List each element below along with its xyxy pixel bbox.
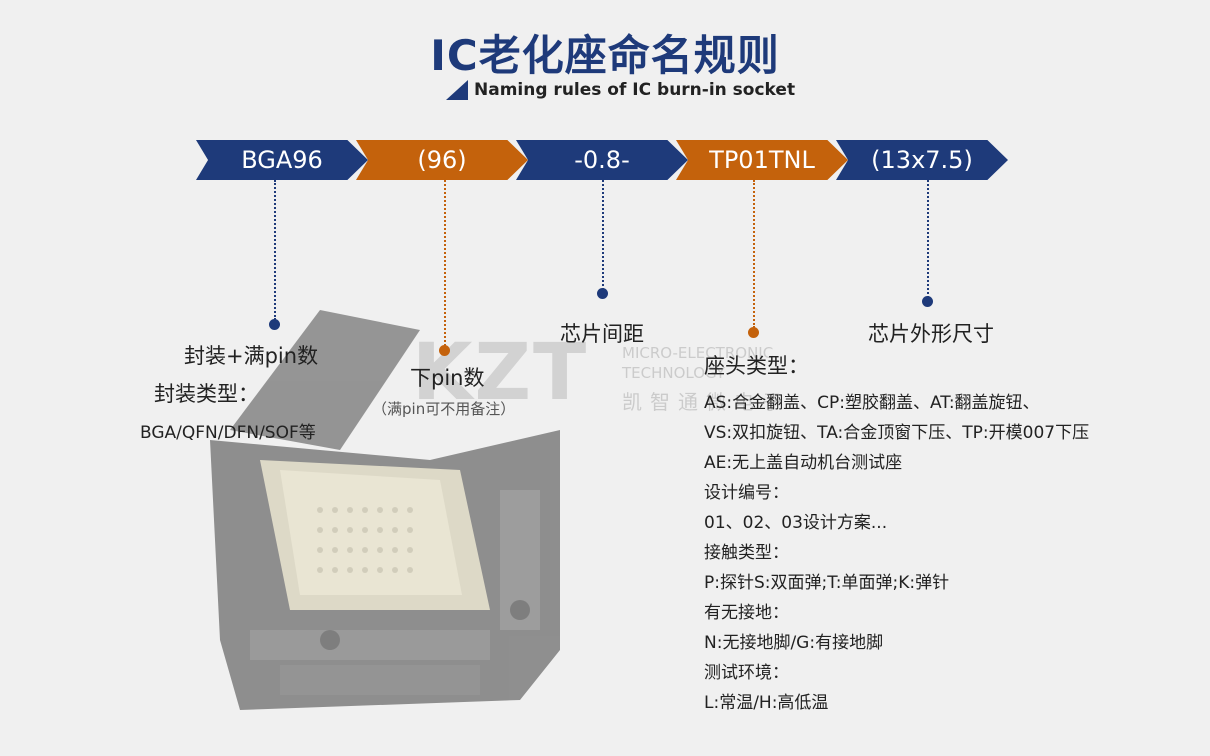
subtitle-group: Naming rules of IC burn-in socket xyxy=(446,78,795,102)
pins-heading: 下pin数 xyxy=(410,366,485,390)
connector-size xyxy=(927,180,929,298)
socket-illustration xyxy=(210,310,560,710)
segment-pins: (96) xyxy=(356,140,528,180)
connector-size-dot xyxy=(922,296,933,307)
size-heading: 芯片外形尺寸 xyxy=(868,322,994,346)
watermark-line3: 凯智通微电子 xyxy=(622,390,790,414)
pitch-heading: 芯片间距 xyxy=(560,322,644,346)
spec-line: 01、02、03设计方案... xyxy=(704,513,888,533)
connector-pitch-dot xyxy=(597,288,608,299)
package-type-title: 封装类型： xyxy=(154,382,259,406)
segment-pitch-label: -0.8- xyxy=(574,146,630,174)
connector-package xyxy=(274,180,276,320)
segment-head: TP01TNL xyxy=(676,140,848,180)
spec-line: 接触类型： xyxy=(704,543,789,563)
connector-head-dot xyxy=(748,327,759,338)
segment-head-label: TP01TNL xyxy=(709,146,815,174)
spec-line: AS:合金翻盖、CP:塑胶翻盖、AT:翻盖旋钮、 xyxy=(704,393,1040,413)
spec-line: L:常温/H:高低温 xyxy=(704,693,829,713)
segment-package: BGA96 xyxy=(196,140,368,180)
triangle-icon xyxy=(446,80,468,100)
watermark-logo: KZT xyxy=(412,328,589,418)
spec-line: AE:无上盖自动机台测试座 xyxy=(704,453,903,473)
segment-size: (13x7.5) xyxy=(836,140,1008,180)
connector-pins xyxy=(444,180,446,346)
subtitle: Naming rules of IC burn-in socket xyxy=(474,80,796,100)
segment-package-label: BGA96 xyxy=(241,146,323,174)
package-heading: 封装+满pin数 xyxy=(184,344,319,368)
connector-head xyxy=(753,180,755,328)
spec-line: 测试环境： xyxy=(704,663,789,683)
segment-size-label: (13x7.5) xyxy=(871,146,973,174)
page-title: IC老化座命名规则 xyxy=(430,31,780,80)
spec-line: 有无接地： xyxy=(704,603,789,623)
spec-line: P:探针S:双面弹;T:单面弹;K:弹针 xyxy=(704,573,950,593)
watermark-line1: MICRO-ELECTRONIC xyxy=(622,344,774,362)
segment-pitch: -0.8- xyxy=(516,140,688,180)
head-spec-list: AS:合金翻盖、CP:塑胶翻盖、AT:翻盖旋钮、 VS:双扣旋钮、TA:合金顶窗… xyxy=(704,388,1089,718)
connector-package-dot xyxy=(269,319,280,330)
head-heading: 座头类型： xyxy=(704,354,809,378)
spec-line: 设计编号： xyxy=(704,483,789,503)
pins-note: （满pin可不用备注） xyxy=(372,400,516,418)
watermark-line2: TECHNOLOGY xyxy=(622,364,726,382)
spec-line: VS:双扣旋钮、TA:合金顶窗下压、TP:开模007下压 xyxy=(704,423,1090,443)
segment-pins-label: (96) xyxy=(417,146,467,174)
package-type-values: BGA/QFN/DFN/SOF等 xyxy=(140,423,316,443)
connector-pins-dot xyxy=(439,345,450,356)
spec-line: N:无接地脚/G:有接地脚 xyxy=(704,633,884,653)
connector-pitch xyxy=(602,180,604,290)
